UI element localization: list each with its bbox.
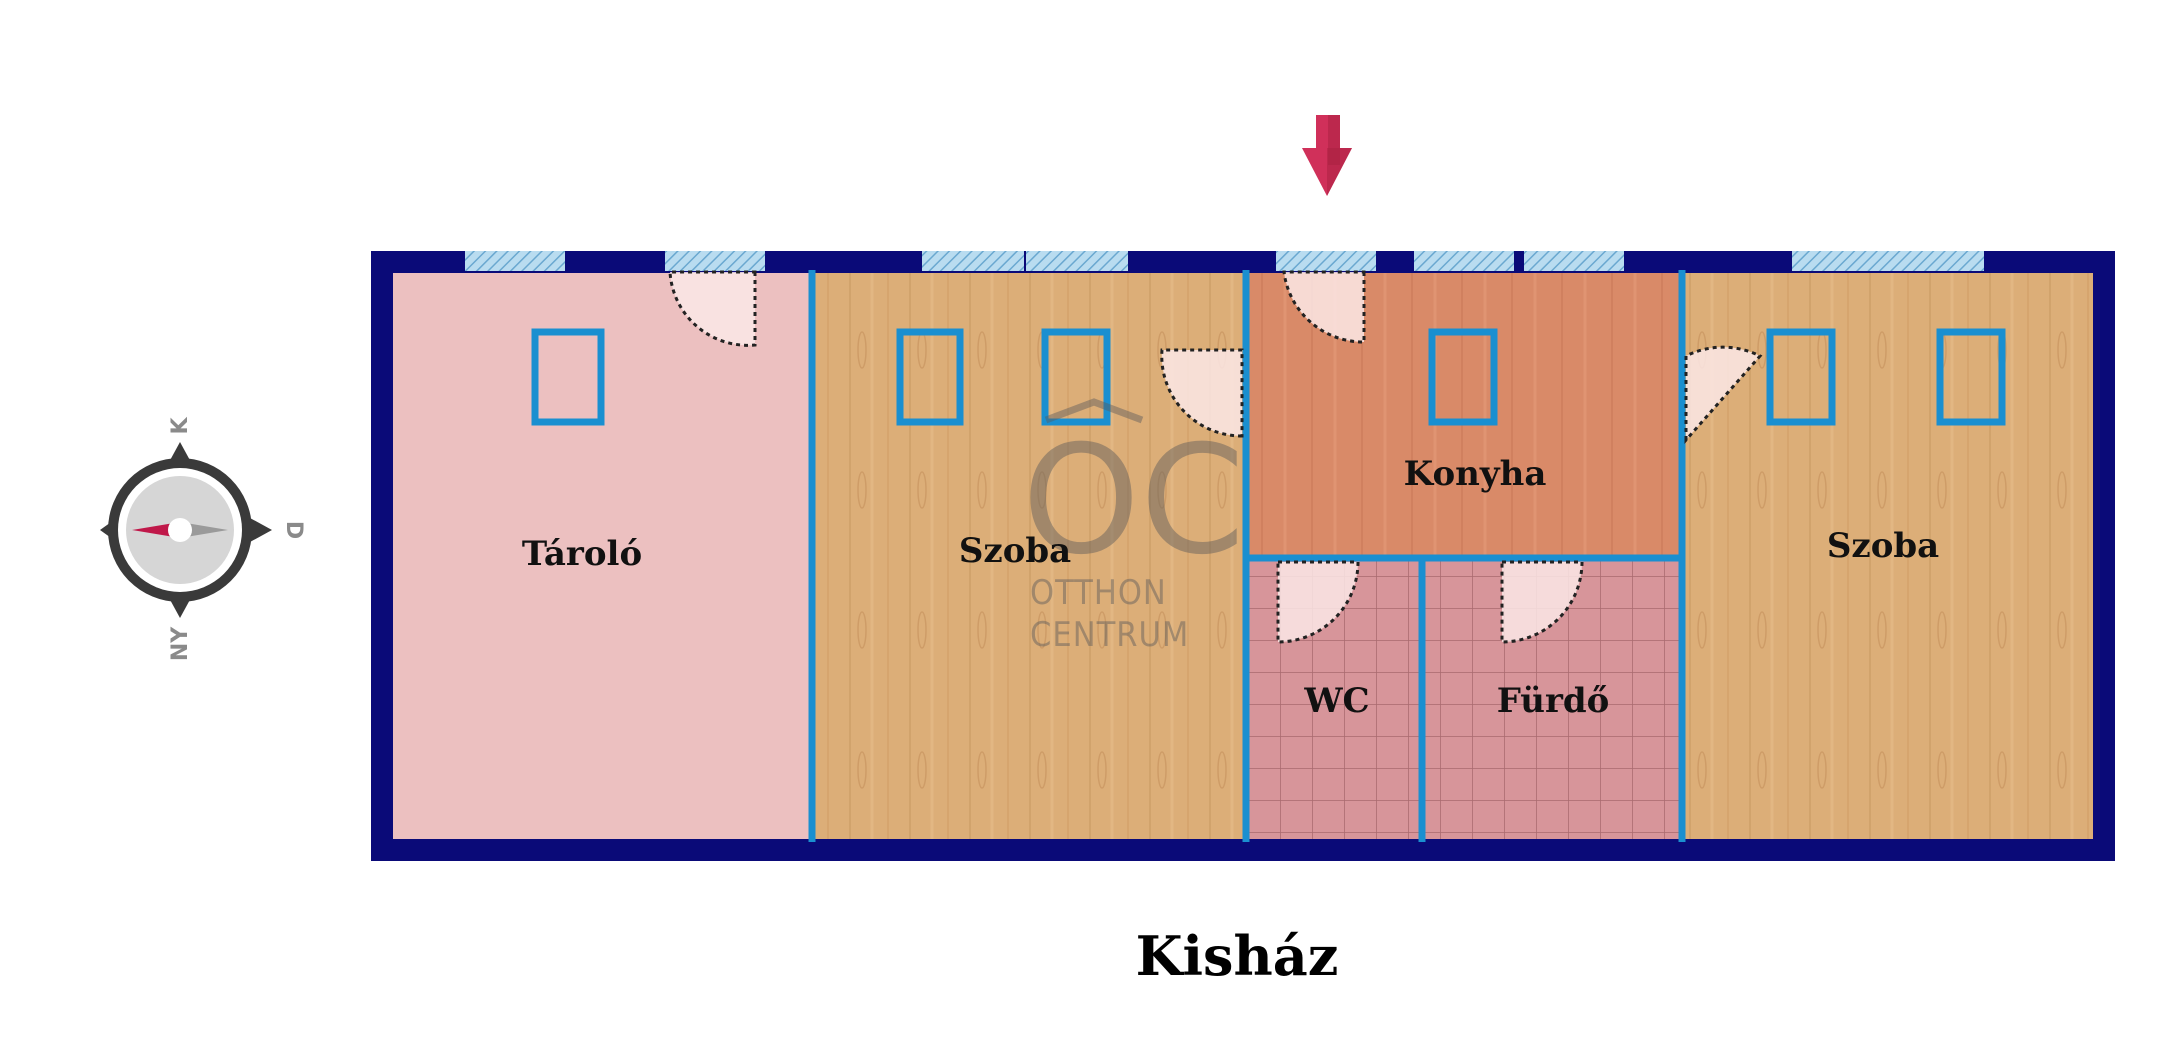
entrance-arrow-icon (1302, 115, 1352, 196)
outer-wall (371, 251, 2115, 861)
room-label-furdo: Fürdő (1497, 681, 1610, 721)
compass-east-label: D (281, 521, 306, 539)
compass-icon (100, 442, 272, 618)
compass-south-label: NY (168, 626, 193, 661)
svg-text:OC: OC (1022, 414, 1245, 588)
doors (668, 270, 1763, 644)
inner-walls (808, 270, 1686, 842)
markers (531, 328, 2006, 426)
windows (465, 251, 1984, 271)
floor-tarolo (382, 262, 812, 850)
plan-title: Kisház (1136, 924, 1339, 988)
room-label-konyha: Konyha (1404, 454, 1547, 494)
watermark-logo: OC OTTHON CENTRUM (1022, 398, 1245, 655)
compass-north-label: K (168, 417, 193, 435)
svg-text:OTTHON: OTTHON (1030, 573, 1167, 613)
room-label-szoba-right: Szoba (1827, 526, 1939, 566)
room-label-szoba-left: Szoba (959, 531, 1071, 571)
room-label-wc: WC (1303, 681, 1369, 721)
room-label-tarolo: Tároló (522, 534, 642, 574)
svg-text:CENTRUM: CENTRUM (1030, 615, 1189, 655)
